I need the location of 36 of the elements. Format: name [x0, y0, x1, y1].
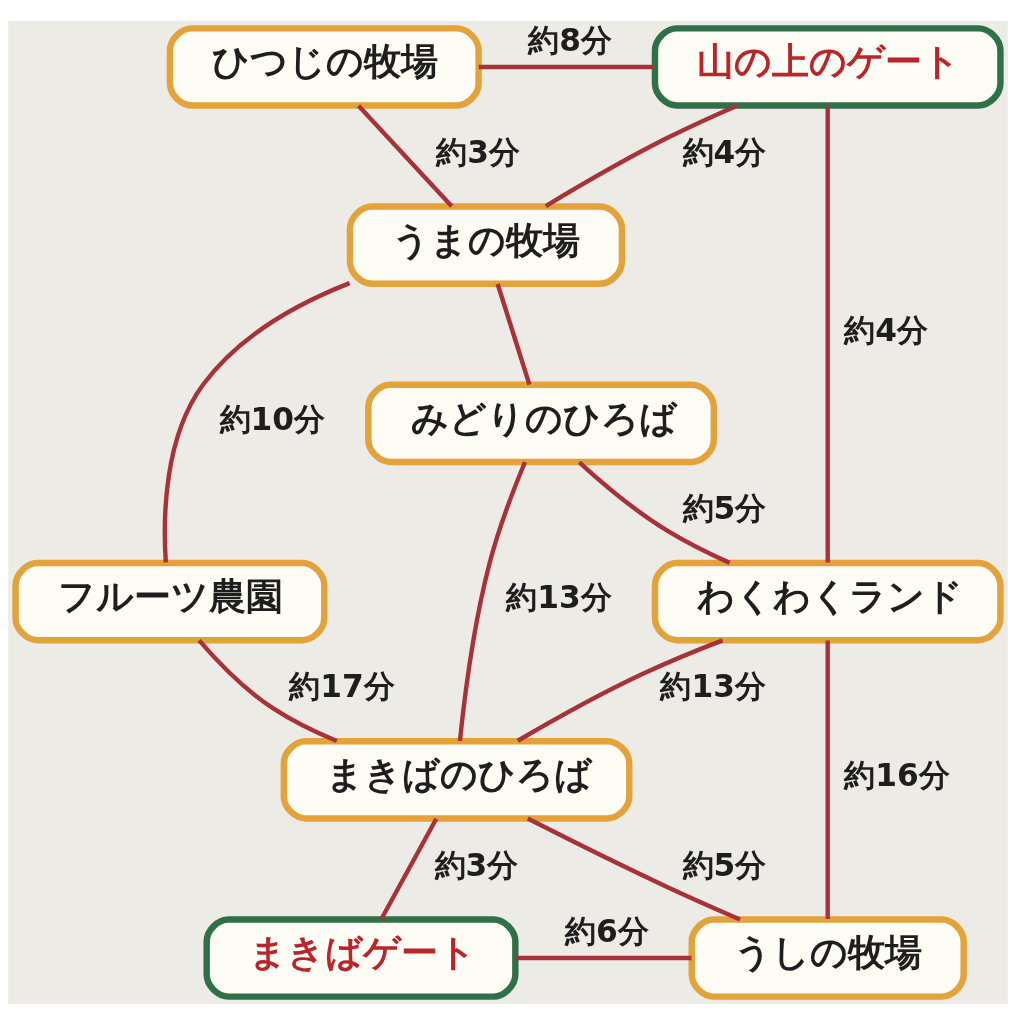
connector: [162, 280, 351, 563]
node-box: まきばのひろば: [280, 737, 633, 822]
connector: [825, 105, 830, 562]
edge-label: 約13分: [660, 667, 766, 704]
connector: [577, 460, 731, 565]
node-box: うまの牧場: [346, 202, 626, 287]
node-box: わくわくランド: [651, 559, 1004, 643]
connector: [544, 103, 738, 208]
node-box: ひつじの牧場: [166, 24, 482, 109]
edge-label: 約8分: [528, 21, 612, 58]
edge-label: 約13分: [506, 578, 612, 615]
connector: [526, 816, 741, 921]
edge-label: 約4分: [844, 311, 928, 348]
connector: [825, 640, 830, 919]
connector: [515, 955, 692, 960]
edge-label: 約4分: [682, 133, 767, 170]
edge-label: 約17分: [289, 667, 395, 704]
edge-label: 約10分: [219, 400, 325, 437]
node-box: フルーツ農園: [12, 559, 328, 643]
connector: [495, 282, 532, 385]
edge-label: 約3分: [434, 846, 519, 883]
node-box: まきばゲート: [203, 915, 519, 1000]
connector: [379, 817, 439, 920]
edge-label: 約5分: [682, 846, 767, 883]
node-box: 山の上のゲート: [651, 24, 1004, 109]
edge-label: 約16分: [844, 756, 950, 793]
connector: [516, 637, 724, 743]
connector: [356, 103, 454, 208]
connector: [478, 64, 655, 69]
edge-label: 約3分: [436, 133, 521, 170]
node-box: うしの牧場: [688, 915, 967, 1000]
connector: [457, 460, 528, 741]
node-box: みどりのひろば: [365, 381, 717, 465]
edge-label: 約5分: [682, 489, 767, 526]
connector: [197, 638, 338, 743]
edge-label: 約6分: [564, 912, 649, 949]
